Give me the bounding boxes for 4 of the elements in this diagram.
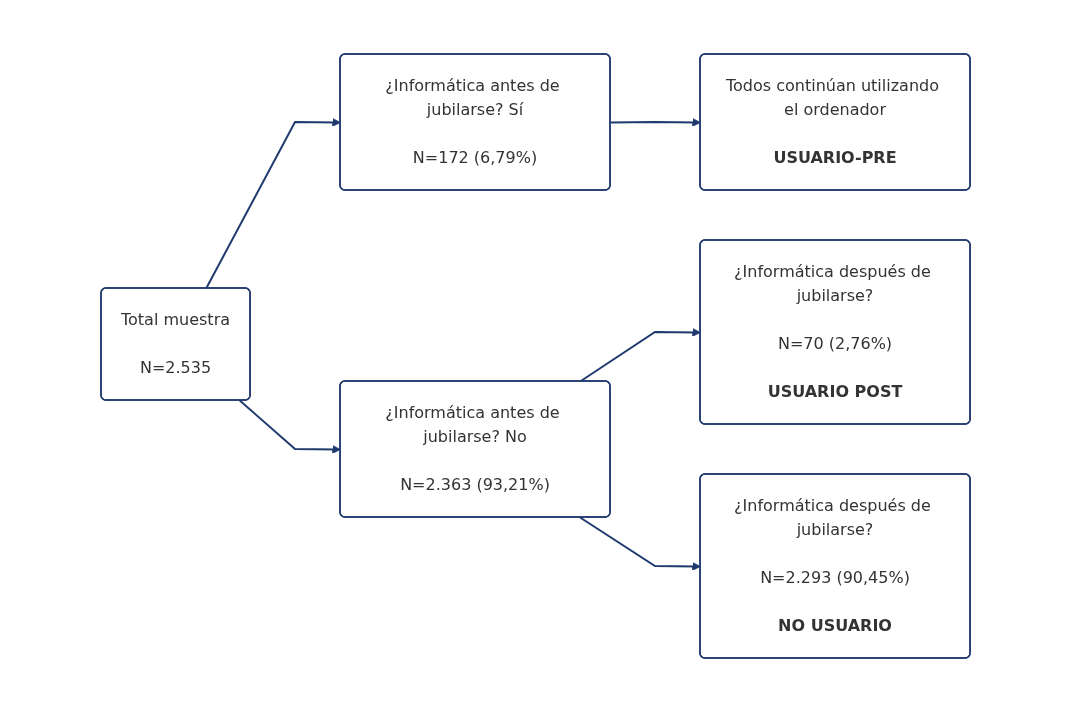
arrow <box>579 327 701 382</box>
arrow <box>205 117 341 289</box>
arrow <box>238 399 341 454</box>
arrow <box>579 516 701 571</box>
